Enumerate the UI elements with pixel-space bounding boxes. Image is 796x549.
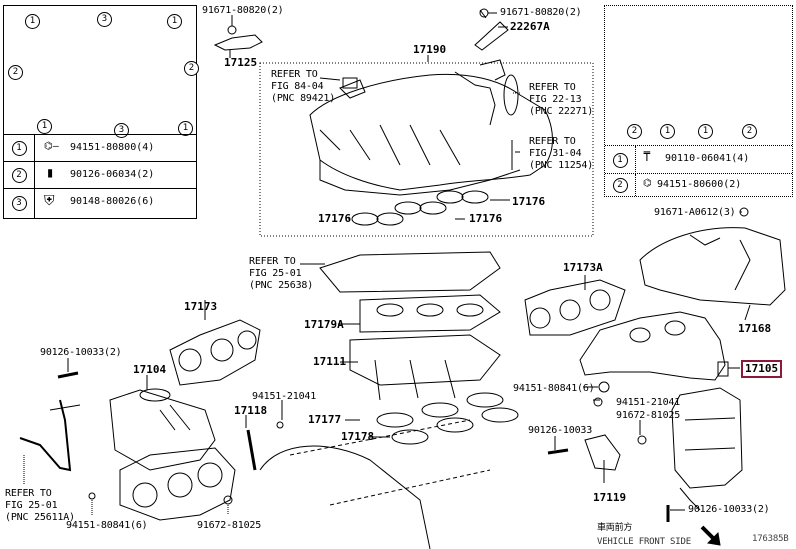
part-label-91671-80820[interactable]: 91671-80820(2) — [500, 7, 582, 18]
part-label-17105-highlighted[interactable]: 17105 — [741, 360, 783, 378]
part-label-90126-10033[interactable]: 90126-10033(2) — [40, 347, 122, 358]
rod-17118 — [246, 429, 257, 471]
callout-circle: 2 — [742, 124, 757, 139]
heat-insulator-17168 — [639, 227, 786, 306]
part-label-22267A[interactable]: 22267A — [510, 20, 550, 33]
part-label-17118[interactable]: 17118 — [234, 404, 268, 417]
stud-90126-left — [57, 371, 79, 379]
callout-circle: 1 — [178, 121, 193, 136]
part-label-91672-81025[interactable]: 91672-81025 — [197, 520, 262, 531]
legend-part-number: 94151-80800(4) — [70, 142, 155, 153]
part-label-17176[interactable]: 17176 — [512, 195, 546, 208]
legend-row: 2 ⌬ 94151-80600(2) — [605, 173, 792, 196]
exhaust-manifold-17105 — [579, 311, 729, 381]
part-label-17119[interactable]: 17119 — [593, 491, 627, 504]
gasket-17177-17178 — [376, 392, 519, 445]
legend-number: 2 — [11, 167, 27, 183]
part-label-17168[interactable]: 17168 — [738, 322, 772, 335]
part-label-17176[interactable]: 17176 — [318, 212, 352, 225]
callout-circle: 1 — [25, 14, 40, 29]
part-label-17179A[interactable]: 17179A — [304, 318, 344, 331]
part-label-17125[interactable]: 17125 — [224, 56, 258, 69]
vehicle-front-note: VEHICLE FRONT SIDE — [597, 537, 691, 547]
bracket-17119 — [584, 434, 621, 471]
part-label-91671-A0612[interactable]: 91671-A0612(3) — [654, 207, 736, 218]
part-label-90126-10033[interactable]: 90126-10033 — [528, 425, 593, 436]
legend-row: 1 ⌬— 94151-80800(4) — [4, 134, 196, 161]
part-label-17178[interactable]: 17178 — [341, 430, 375, 443]
legend-number: 1 — [11, 140, 27, 156]
part-label-17176[interactable]: 17176 — [469, 212, 503, 225]
gasket-17173 — [169, 319, 261, 386]
intake-manifold-17190 — [309, 59, 553, 196]
legend-row: 1 ⍑ 90110-06041(4) — [605, 145, 792, 174]
inset-right-callouts: 2 1 1 2 — [605, 6, 792, 144]
legend-number: 1 — [612, 152, 628, 168]
reference-note-fig-22-13[interactable]: REFER TO FIG 22-13 (PNC 22271) — [529, 82, 594, 117]
part-label-17104[interactable]: 17104 — [133, 363, 167, 376]
vehicle-front-note-jp: 車両前方 — [597, 523, 633, 533]
gasket-17173A — [524, 279, 626, 336]
heat-shield-lower — [119, 447, 236, 521]
pipe-left — [19, 399, 72, 472]
callout-circle: 1 — [698, 124, 713, 139]
throttle-gasket — [503, 74, 519, 116]
inset-intake-bolts: 2 1 1 2 1 ⍑ 90110-06041(4) 2 ⌬ 94151-806… — [604, 5, 793, 197]
legend-part-number: 90126-06034(2) — [70, 169, 155, 180]
callout-circle: 2 — [627, 124, 642, 139]
flange-bolt-icon: ⛨ — [44, 193, 55, 209]
intake-lower-17111 — [319, 251, 501, 401]
reference-note-fig-25-01[interactable]: REFER TO FIG 25-01 (PNC 25638) — [249, 256, 314, 291]
legend-part-number: 90148-80026(6) — [70, 196, 155, 207]
callout-circle: 3 — [97, 12, 112, 27]
legend-part-number: 94151-80600(2) — [657, 179, 742, 190]
inset-intake-gasket-fasteners: 1 3 1 2 2 1 3 1 1 ⌬— 94151-80800(4) 2 ▮ … — [3, 5, 199, 219]
part-label-17173A[interactable]: 17173A — [563, 261, 603, 274]
part-label-90126-10033[interactable]: 90126-10033(2) — [688, 504, 770, 515]
engine-block-outline — [289, 419, 491, 506]
legend-number: 2 — [612, 177, 628, 193]
pipe-flange — [49, 404, 81, 411]
nut-icon: ⌬ — [643, 178, 652, 189]
figure-id: 176385B — [752, 534, 789, 544]
callout-circle: 1 — [660, 124, 675, 139]
bracket-17125 — [213, 34, 263, 51]
callout-circle: 1 — [167, 14, 182, 29]
callout-circle: 2 — [8, 65, 23, 80]
bracket-22267A — [474, 21, 509, 51]
stud-bolt-icon: ▮ — [46, 165, 55, 181]
legend-row: 2 ▮ 90126-06034(2) — [4, 161, 196, 188]
part-label-17190[interactable]: 17190 — [413, 43, 447, 56]
legend-part-number: 90110-06041(4) — [665, 153, 750, 164]
part-label-94151-21041[interactable]: 94151-21041 — [252, 391, 317, 402]
part-label-17173[interactable]: 17173 — [184, 300, 218, 313]
part-label-17111[interactable]: 17111 — [313, 355, 347, 368]
part-label-94151-80841[interactable]: 94151-80841(6) — [66, 520, 148, 531]
catalytic-converter-17104 — [109, 388, 216, 471]
intake-group-box — [259, 62, 594, 237]
legend-row: 3 ⛨ 90148-80026(6) — [4, 188, 196, 218]
engine-block — [259, 445, 431, 549]
reference-note-fig-25-01-pnc-25611A[interactable]: REFER TO FIG 25-01 (PNC 25611A) — [5, 488, 75, 523]
gasket-17176 — [351, 190, 489, 226]
vehicle-front-arrow-icon — [700, 525, 721, 546]
callout-circle: 2 — [184, 61, 199, 76]
part-label-91672-81025[interactable]: 91672-81025 — [616, 410, 681, 421]
bolt-icon: ⍑ — [643, 150, 651, 165]
catalytic-converter-right — [671, 387, 743, 511]
reference-note-fig-84-04[interactable]: REFER TO FIG 84-04 (PNC 89421) — [271, 69, 336, 104]
legend-number: 3 — [11, 196, 27, 211]
part-label-94151-80841[interactable]: 94151-80841(6) — [513, 383, 595, 394]
part-label-94151-21041[interactable]: 94151-21041 — [616, 397, 681, 408]
inset-left-callouts: 1 3 1 2 2 1 3 1 — [4, 6, 199, 138]
callout-circle: 1 — [37, 119, 52, 134]
stud-90126-right — [547, 448, 569, 455]
part-label-17177[interactable]: 17177 — [308, 413, 342, 426]
nut-icon: ⌬— — [44, 141, 59, 152]
part-label-91671-80820[interactable]: 91671-80820(2) — [202, 5, 284, 16]
reference-note-fig-31-04[interactable]: REFER TO FIG 31-04 (PNC 11254) — [529, 136, 594, 171]
